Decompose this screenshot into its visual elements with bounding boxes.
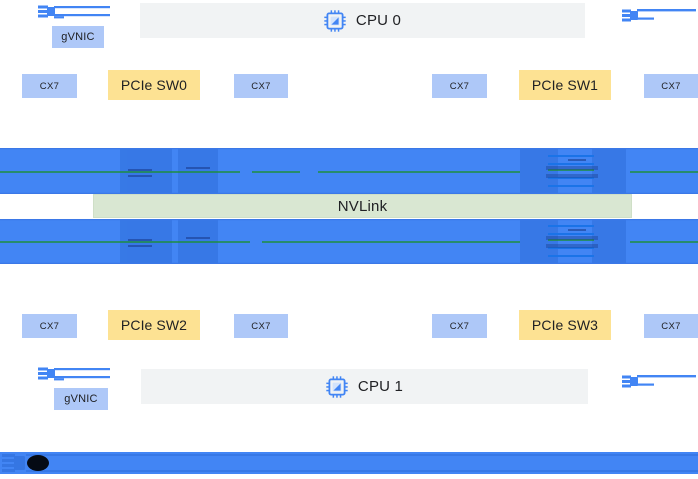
cpu0-box[interactable]: CPU 0 xyxy=(140,3,585,38)
network-nic-icon-bottom-left xyxy=(38,364,110,384)
cx7-box-3[interactable]: CX7 xyxy=(644,74,698,98)
cx7-label: CX7 xyxy=(39,320,60,332)
cx7-label: CX7 xyxy=(449,80,470,92)
cpu-chip-icon xyxy=(324,9,346,32)
pcie-sw2-box[interactable]: PCIe SW2 xyxy=(108,310,200,340)
network-nic-icon-top-left xyxy=(38,2,110,22)
cx7-box-1[interactable]: CX7 xyxy=(234,74,288,98)
network-nic-icon-top-right xyxy=(622,6,696,26)
cpu1-box[interactable]: CPU 1 xyxy=(141,369,588,404)
gvnic-text: gVNIC xyxy=(61,31,95,43)
pcie-sw1-label: PCIe SW1 xyxy=(531,77,599,93)
cx7-label: CX7 xyxy=(251,80,271,92)
cx7-box-0[interactable]: CX7 xyxy=(22,74,77,98)
cpu1-label: CPU 1 xyxy=(357,378,404,395)
cx7-box-4[interactable]: CX7 xyxy=(22,314,77,338)
gvnic-text: gVNIC xyxy=(64,393,98,405)
cx7-box-2[interactable]: CX7 xyxy=(432,74,487,98)
cpu0-label: CPU 0 xyxy=(355,12,402,29)
pcie-sw0-box[interactable]: PCIe SW0 xyxy=(108,70,200,100)
gvnic-label-bottom-left[interactable]: gVNIC xyxy=(54,388,108,410)
cx7-box-7[interactable]: CX7 xyxy=(644,314,698,338)
pcie-sw1-box[interactable]: PCIe SW1 xyxy=(519,70,611,100)
cx7-label: CX7 xyxy=(251,320,271,332)
pcie-sw2-label: PCIe SW2 xyxy=(120,317,188,333)
network-fabric-bar[interactable] xyxy=(0,452,698,474)
cx7-label: CX7 xyxy=(39,80,60,92)
cx7-label: CX7 xyxy=(449,320,470,332)
nvlink-bar[interactable]: NVLink xyxy=(93,194,632,218)
pcie-sw0-label: PCIe SW0 xyxy=(120,77,188,93)
network-nic-icon-bottom-right xyxy=(622,372,696,392)
cx7-box-6[interactable]: CX7 xyxy=(432,314,487,338)
cx7-box-5[interactable]: CX7 xyxy=(234,314,288,338)
cpu-chip-icon xyxy=(326,375,348,398)
cx7-label: CX7 xyxy=(661,80,681,92)
pcie-sw3-label: PCIe SW3 xyxy=(531,317,599,333)
gvnic-label-top-left[interactable]: gVNIC xyxy=(52,26,104,48)
gpu-cluster-upper[interactable] xyxy=(0,148,698,194)
cx7-label: CX7 xyxy=(661,320,681,332)
nvlink-label: NVLink xyxy=(337,197,388,215)
pcie-sw3-box[interactable]: PCIe SW3 xyxy=(519,310,611,340)
gpu-cluster-lower[interactable] xyxy=(0,219,698,264)
